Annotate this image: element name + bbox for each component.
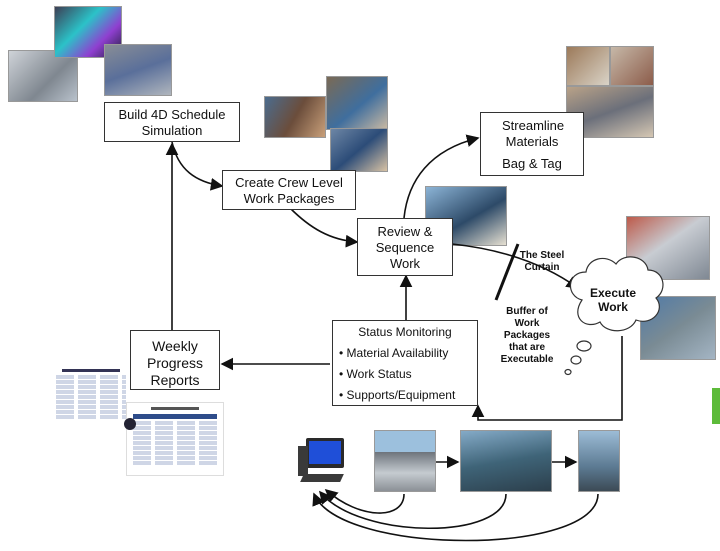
crew-work-packages-label: Create Crew Level Work Packages: [235, 175, 343, 206]
cargo-ship-photo: [460, 430, 552, 492]
arrow-crane-to-computer: [312, 492, 599, 542]
pipe-rack-photo: [626, 216, 710, 280]
steel-curtain-line: [494, 243, 520, 301]
crew-photo-3: [330, 128, 388, 172]
crew-photo-1: [264, 96, 326, 138]
build-4d-schedule-box: Build 4D Schedule Simulation: [104, 102, 240, 142]
status-item-material: • Material Availability: [339, 346, 449, 360]
review-sequence-label: Review & Sequence Work: [375, 224, 435, 271]
progress-report-document: [56, 368, 126, 424]
port-crane-photo: [578, 430, 620, 492]
pipe-component-report-document: [124, 402, 224, 476]
weekly-progress-label: Weekly Progress Reports: [146, 338, 204, 388]
arrow-review-to-execute: [451, 243, 580, 289]
arrow-ship-to-computer: [318, 490, 507, 530]
materials-photo-2: [610, 46, 654, 86]
streamline-materials-label: Streamline Materials: [502, 118, 565, 149]
weekly-progress-box: Weekly Progress Reports: [130, 330, 220, 390]
computer-icon: [298, 438, 346, 488]
arrow-4d-to-crew: [171, 141, 224, 191]
arrow-crew-to-review: [289, 207, 359, 248]
report-badge-icon: [124, 418, 136, 430]
arrow-warehouse-to-computer: [324, 488, 405, 514]
cad-model-image-3: [104, 44, 172, 96]
build-4d-schedule-label: Build 4D Schedule Simulation: [118, 107, 226, 138]
execute-cloud: [564, 256, 664, 376]
status-item-supports: • Supports/Equipment: [339, 388, 456, 402]
buffer-label: Buffer of Work Packages that are Executa…: [500, 306, 554, 365]
crew-work-packages-box: Create Crew Level Work Packages: [222, 170, 356, 210]
cad-model-image-1: [8, 50, 78, 102]
bag-tag-label: Bag & Tag: [502, 156, 562, 171]
warehouse-photo: [374, 430, 436, 492]
green-tab: [712, 388, 720, 424]
status-monitoring-box: Status Monitoring • Material Availabilit…: [332, 320, 478, 406]
status-item-work: • Work Status: [339, 367, 412, 381]
arrow-review-to-streamline: [403, 134, 480, 219]
streamline-materials-box: Streamline Materials Bag & Tag: [480, 112, 584, 176]
execute-work-label: Execute Work: [589, 286, 637, 314]
arrow-execute-to-status: [471, 336, 623, 421]
status-monitoring-title: Status Monitoring: [358, 325, 452, 339]
steel-curtain-label: The Steel Curtain: [519, 250, 565, 273]
materials-photo-1: [566, 46, 610, 86]
review-sequence-box: Review & Sequence Work: [357, 218, 453, 276]
